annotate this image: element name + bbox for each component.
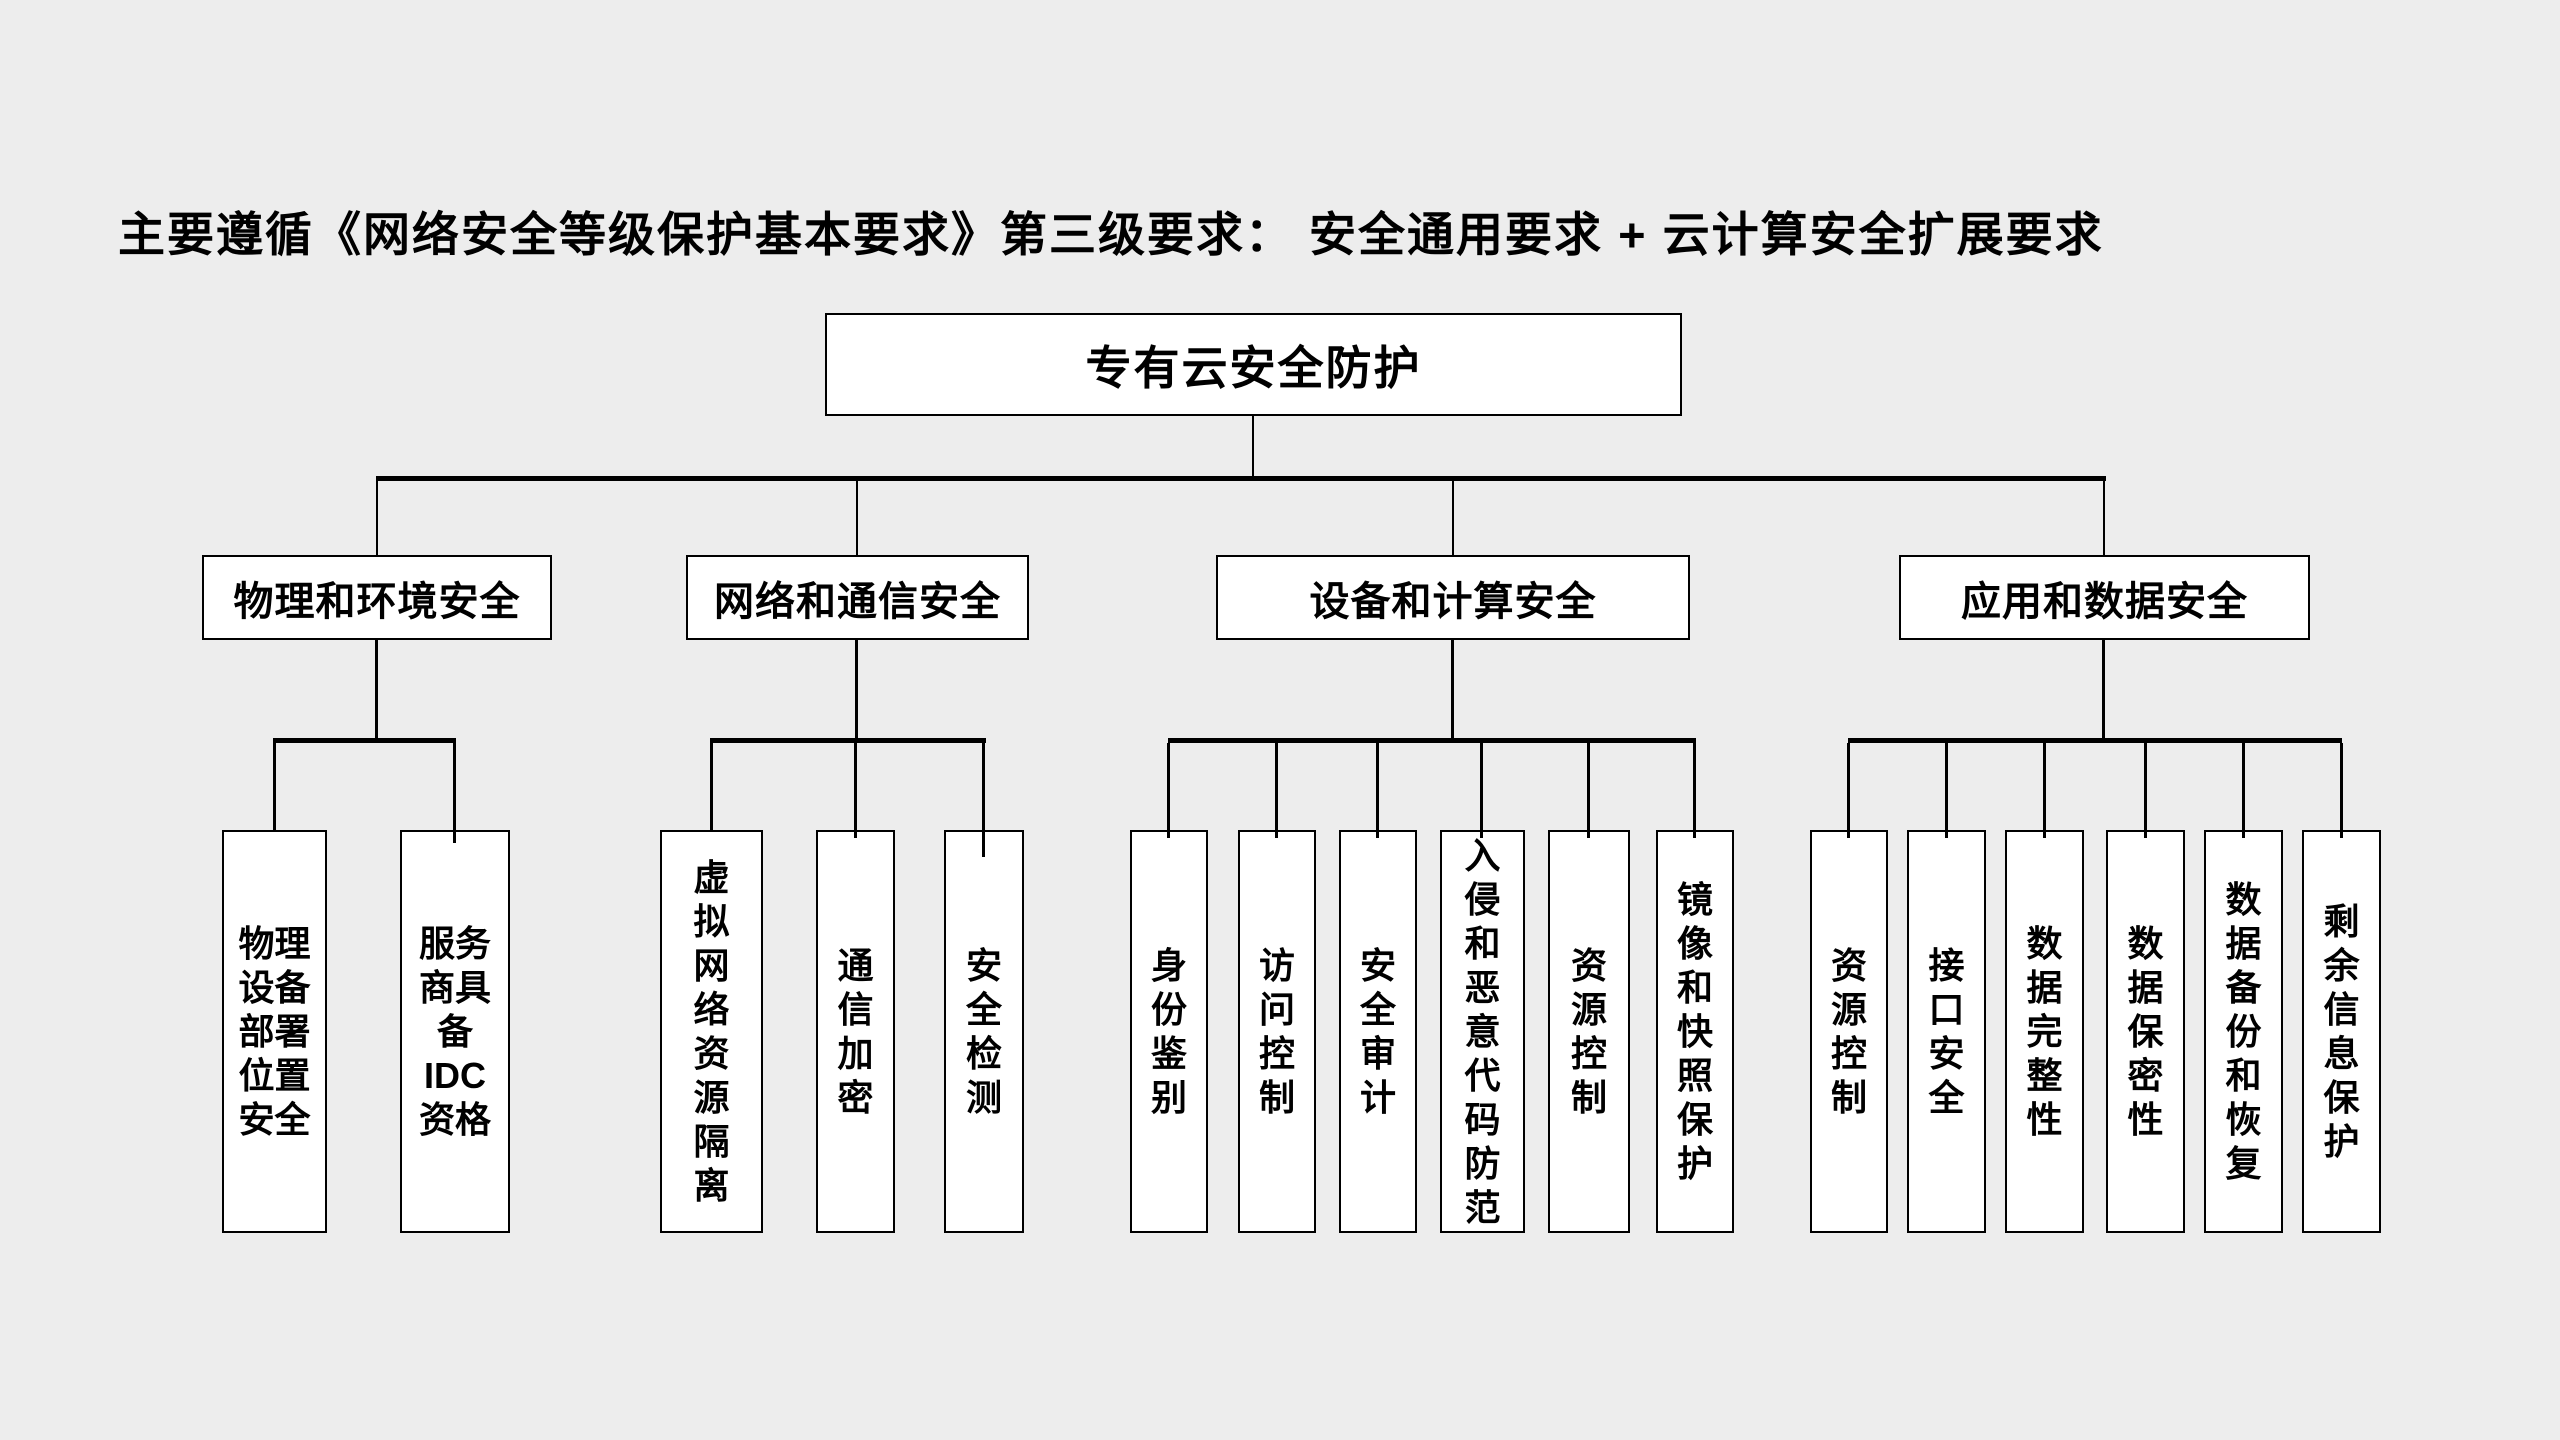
connector-group3-stem [1451,640,1454,738]
connector-drop-branch3 [1452,481,1454,555]
connector-group3-drop4 [1480,743,1483,838]
connector-group2-drop3 [982,743,985,857]
leaf-label: 安 全 检 测 [965,944,1002,1118]
connector-group1-drop2 [453,743,456,843]
leaf-communication-encryption: 通 信 加 密 [816,830,895,1233]
leaf-security-detection: 安 全 检 测 [944,830,1024,1233]
leaf-label: 数 据 备 份 和 恢 复 [2225,878,2262,1184]
leaf-label: 服务 商具 备 IDC 资格 [418,922,491,1140]
connector-group2-bus [710,738,986,743]
branch-physical-environment-security: 物理和环境安全 [202,555,552,640]
branch-application-data-security: 应用和数据安全 [1899,555,2310,640]
leaf-label: 安 全 审 计 [1359,944,1396,1118]
connector-group4-bus [1848,738,2342,743]
connector-group4-stem [2102,640,2105,738]
connector-group3-drop3 [1376,743,1379,838]
leaf-resource-control-2: 资 源 控 制 [1810,830,1888,1233]
connector-group3-drop6 [1693,743,1696,838]
branch-label: 应用和数据安全 [1961,579,2248,624]
leaf-data-backup-recovery: 数 据 备 份 和 恢 复 [2204,830,2283,1233]
leaf-label: 入 侵 和 恶 意 代 码 防 范 [1464,834,1501,1228]
branch-network-communication-security: 网络和通信安全 [686,555,1029,640]
connector-group4-drop3 [2043,743,2046,838]
connector-group3-drop2 [1275,743,1278,838]
branch-label: 物理和环境安全 [233,579,521,624]
leaf-label: 剩 余 信 息 保 护 [2323,900,2360,1162]
root-box-label: 专有云安全防护 [1085,341,1422,394]
leaf-label: 资 源 控 制 [1570,944,1607,1118]
page-title: 主要遵循《网络安全等级保护基本要求》第三级要求： 安全通用要求 + 云计算安全扩… [118,208,2104,261]
connector-group4-drop6 [2340,743,2343,838]
leaf-provider-idc-qualification: 服务 商具 备 IDC 资格 [400,830,510,1233]
leaf-label: 资 源 控 制 [1830,944,1867,1118]
connector-drop-branch1 [376,481,378,555]
leaf-label: 数 据 完 整 性 [2026,922,2063,1140]
leaf-residual-info-protection: 剩 余 信 息 保 护 [2302,830,2381,1233]
connector-group4-drop1 [1847,743,1850,838]
leaf-identity-authentication: 身 份 鉴 别 [1130,830,1208,1233]
connector-root-bus [376,476,2106,481]
leaf-intrusion-malware-prevention: 入 侵 和 恶 意 代 码 防 范 [1440,830,1525,1233]
connector-group2-drop2 [854,743,857,838]
root-box-private-cloud-security: 专有云安全防护 [825,313,1682,416]
leaf-image-snapshot-protection: 镜 像 和 快 照 保 护 [1656,830,1734,1233]
connector-group3-bus [1168,738,1696,743]
connector-group4-drop5 [2242,743,2245,838]
branch-label: 网络和通信安全 [714,579,1001,624]
connector-drop-branch4 [2103,481,2105,555]
connector-group1-bus [273,738,456,743]
connector-drop-branch2 [856,481,858,555]
leaf-label: 数 据 保 密 性 [2127,922,2164,1140]
connector-group3-drop1 [1167,743,1170,838]
leaf-data-confidentiality: 数 据 保 密 性 [2106,830,2185,1233]
connector-root-stem [1252,416,1254,476]
connector-group1-drop1 [273,743,276,830]
leaf-label: 访 问 控 制 [1258,944,1295,1118]
leaf-data-integrity: 数 据 完 整 性 [2005,830,2084,1233]
connector-group2-stem [855,640,858,738]
leaf-interface-security: 接 口 安 全 [1907,830,1986,1233]
connector-group1-stem [375,640,378,738]
connector-group2-drop1 [710,743,713,830]
leaf-virtual-network-resource-isolation: 虚 拟 网 络 资 源 隔 离 [660,830,763,1233]
leaf-label: 虚 拟 网 络 资 源 隔 离 [693,856,730,1206]
leaf-label: 镜 像 和 快 照 保 护 [1676,878,1713,1184]
connector-group4-drop2 [1945,743,1948,838]
leaf-resource-control: 资 源 控 制 [1548,830,1630,1233]
branch-label: 设备和计算安全 [1309,579,1597,624]
leaf-label: 身 份 鉴 别 [1150,944,1187,1118]
connector-group3-drop5 [1587,743,1590,838]
leaf-label: 通 信 加 密 [837,944,874,1118]
leaf-label: 物理 设备 部署 位置 安全 [238,922,311,1140]
leaf-security-audit: 安 全 审 计 [1339,830,1417,1233]
leaf-physical-device-deployment-location-security: 物理 设备 部署 位置 安全 [222,830,327,1233]
connector-group4-drop4 [2144,743,2147,838]
leaf-label: 接 口 安 全 [1928,944,1965,1118]
branch-device-computing-security: 设备和计算安全 [1216,555,1690,640]
leaf-access-control: 访 问 控 制 [1238,830,1316,1233]
